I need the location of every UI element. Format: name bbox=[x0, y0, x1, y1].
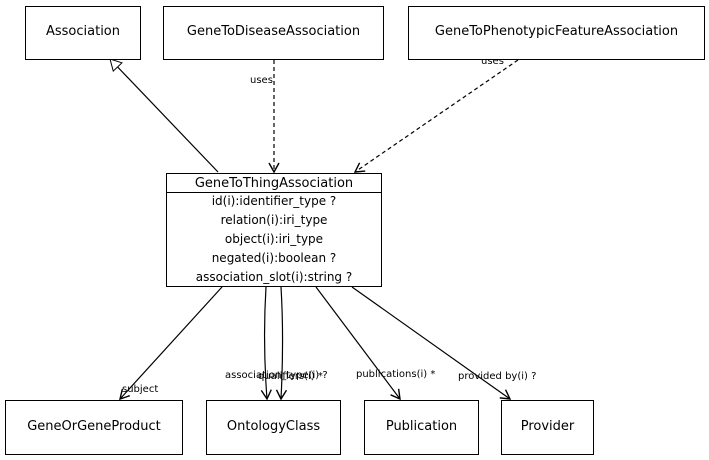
association-type-label: association_type(i) ? bbox=[225, 370, 328, 381]
class-association: Association bbox=[25, 6, 141, 60]
class-gene-to-phenotypic-name: GeneToPhenotypicFeatureAssociation bbox=[435, 24, 678, 39]
class-ontology-class-name: OntologyClass bbox=[227, 419, 320, 434]
uses-label-phenotypic: uses bbox=[481, 56, 504, 67]
attribute-id: id(i):identifier_type ? bbox=[212, 194, 337, 208]
qualifiers-edge bbox=[275, 286, 288, 401]
inheritance-edge bbox=[109, 58, 219, 173]
publications-label: publications(i) * bbox=[356, 369, 435, 380]
class-gene-to-disease-association: GeneToDiseaseAssociation bbox=[163, 6, 384, 60]
attribute-object: object(i):iri_type bbox=[225, 232, 323, 246]
subject-label: subject bbox=[122, 384, 158, 395]
qualifiers-label: qualifiers(i) * bbox=[258, 371, 323, 382]
uses-edge-phenotypic bbox=[353, 59, 519, 173]
class-provider: Provider bbox=[501, 400, 594, 455]
class-association-name: Association bbox=[46, 24, 120, 39]
association-type-edge bbox=[260, 286, 272, 401]
attribute-relation: relation(i):iri_type bbox=[221, 213, 328, 227]
class-provider-name: Provider bbox=[521, 419, 575, 434]
class-gene-to-thing-name: GeneToThingAssociation bbox=[195, 176, 353, 191]
uses-label-disease: uses bbox=[250, 75, 273, 86]
class-publication: Publication bbox=[364, 400, 479, 455]
class-gene-or-gene-product-name: GeneOrGeneProduct bbox=[27, 419, 161, 434]
class-publication-name: Publication bbox=[386, 419, 457, 434]
attribute-negated: negated(i):boolean ? bbox=[212, 251, 337, 265]
class-gene-to-disease-name: GeneToDiseaseAssociation bbox=[187, 24, 360, 39]
class-ontology-class: OntologyClass bbox=[206, 400, 341, 455]
attribute-association-slot: association_slot(i):string ? bbox=[196, 270, 352, 284]
provided-by-label: provided by(i) ? bbox=[458, 371, 536, 382]
class-gene-to-phenotypic-feature-association: GeneToPhenotypicFeatureAssociation bbox=[408, 6, 705, 60]
publications-edge bbox=[315, 286, 401, 401]
provided-by-edge bbox=[351, 286, 512, 400]
class-gene-or-gene-product: GeneOrGeneProduct bbox=[5, 400, 183, 455]
subject-edge bbox=[119, 286, 223, 401]
class-gene-to-thing-association: GeneToThingAssociation id(i):identifier_… bbox=[166, 173, 382, 287]
